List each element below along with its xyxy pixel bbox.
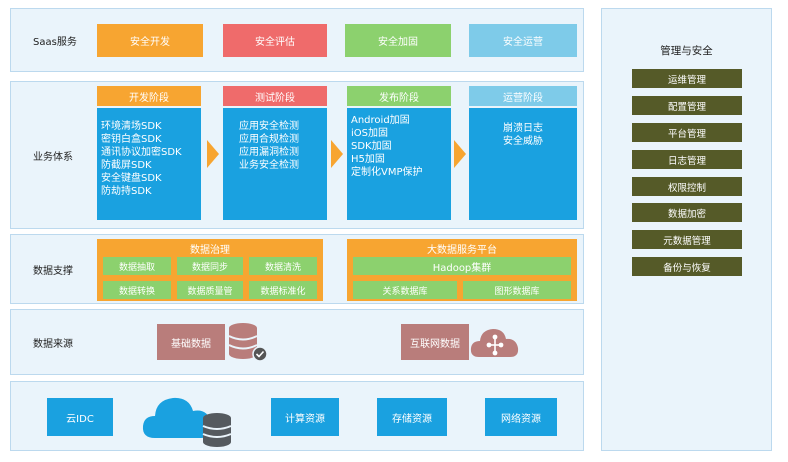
- list-item: iOS加固: [351, 128, 388, 139]
- governance-item: 数据转换: [103, 281, 171, 299]
- data-source-panel: 数据来源 基础数据 互联网数据: [10, 309, 584, 375]
- network-resource-box: 网络资源: [485, 398, 557, 436]
- list-item: 崩溃日志: [503, 123, 543, 134]
- management-item: 配置管理: [632, 96, 742, 115]
- stage-ops-body: 崩溃日志 安全威胁: [469, 108, 577, 220]
- arrow-right-icon: [454, 140, 466, 168]
- arrow-right-icon: [207, 140, 219, 168]
- saas-item-operate: 安全运营: [469, 24, 577, 57]
- stage-release-body: Android加固 iOS加固 SDK加固 H5加固 定制化VMP保护: [347, 108, 451, 220]
- data-support-panel: 数据支撑 数据治理 数据抽取 数据同步 数据清洗 数据转换 数据质量管 数据标准…: [10, 234, 584, 304]
- management-item: 运维管理: [632, 69, 742, 88]
- management-item: 备份与恢复: [632, 257, 742, 276]
- list-item: 防劫持SDK: [101, 186, 152, 197]
- list-item: 安全威胁: [503, 136, 543, 147]
- management-item: 日志管理: [632, 150, 742, 169]
- list-item: 应用安全检测: [239, 121, 299, 132]
- management-item: 权限控制: [632, 177, 742, 196]
- management-title: 管理与安全: [660, 45, 713, 57]
- relational-db: 关系数据库: [353, 281, 457, 299]
- management-item: 数据加密: [632, 203, 742, 222]
- saas-panel: Saas服务 安全开发 安全评估 安全加固 安全运营: [10, 8, 584, 72]
- bigdata-title: 大数据服务平台: [427, 245, 497, 256]
- stage-test-body: 应用安全检测 应用合规检测 应用漏洞检测 业务安全检测: [223, 108, 327, 220]
- governance-item: 数据标准化: [249, 281, 317, 299]
- list-item: 环境清场SDK: [101, 121, 162, 132]
- internet-data-box: 互联网数据: [401, 324, 469, 360]
- list-item: 防截屏SDK: [101, 160, 152, 171]
- saas-item-harden: 安全加固: [345, 24, 451, 57]
- management-item: 元数据管理: [632, 230, 742, 249]
- compute-resource-box: 计算资源: [271, 398, 339, 436]
- list-item: Android加固: [351, 115, 410, 126]
- business-label: 业务体系: [33, 151, 73, 163]
- governance-item: 数据清洗: [249, 257, 317, 275]
- management-item: 平台管理: [632, 123, 742, 142]
- saas-label: Saas服务: [33, 36, 77, 48]
- list-item: 应用漏洞检测: [239, 147, 299, 158]
- list-item: H5加固: [351, 154, 385, 165]
- arrow-right-icon: [331, 140, 343, 168]
- graph-db: 图形数据库: [463, 281, 571, 299]
- list-item: SDK加固: [351, 141, 392, 152]
- management-panel: 管理与安全 运维管理 配置管理 平台管理 日志管理 权限控制 数据加密 元数据管…: [601, 8, 772, 451]
- governance-block: 数据治理 数据抽取 数据同步 数据清洗 数据转换 数据质量管 数据标准化: [97, 239, 323, 301]
- database-check-icon: [228, 323, 268, 362]
- list-item: 定制化VMP保护: [351, 167, 423, 178]
- governance-title: 数据治理: [190, 245, 230, 256]
- bigdata-block: 大数据服务平台 Hadoop集群 关系数据库 图形数据库: [347, 239, 577, 301]
- stage-dev-body: 环境清场SDK 密钥白盒SDK 通讯协议加密SDK 防截屏SDK 安全键盘SDK…: [97, 108, 201, 220]
- stage-test-title: 测试阶段: [223, 86, 327, 106]
- saas-item-assess: 安全评估: [223, 24, 327, 57]
- cloud-idc-box: 云IDC: [47, 398, 113, 436]
- business-panel: 业务体系 开发阶段 环境清场SDK 密钥白盒SDK 通讯协议加密SDK 防截屏S…: [10, 81, 584, 229]
- governance-item: 数据质量管: [177, 281, 243, 299]
- storage-resource-box: 存储资源: [377, 398, 447, 436]
- governance-item: 数据抽取: [103, 257, 171, 275]
- list-item: 通讯协议加密SDK: [101, 147, 182, 158]
- data-source-label: 数据来源: [33, 338, 73, 350]
- list-item: 应用合规检测: [239, 134, 299, 145]
- cloud-database-icon: [142, 397, 232, 447]
- stage-ops-title: 运营阶段: [469, 86, 577, 106]
- saas-item-dev: 安全开发: [97, 24, 203, 57]
- cloud-network-icon: [470, 329, 519, 357]
- infra-panel: 云IDC 计算资源 存储资源 网络资源: [10, 381, 584, 451]
- stage-dev-title: 开发阶段: [97, 86, 201, 106]
- basic-data-box: 基础数据: [157, 324, 225, 360]
- list-item: 安全键盘SDK: [101, 173, 162, 184]
- hadoop-cluster: Hadoop集群: [353, 257, 571, 275]
- stage-release-title: 发布阶段: [347, 86, 451, 106]
- list-item: 业务安全检测: [239, 160, 299, 171]
- list-item: 密钥白盒SDK: [101, 134, 162, 145]
- governance-item: 数据同步: [177, 257, 243, 275]
- data-support-label: 数据支撑: [33, 265, 73, 277]
